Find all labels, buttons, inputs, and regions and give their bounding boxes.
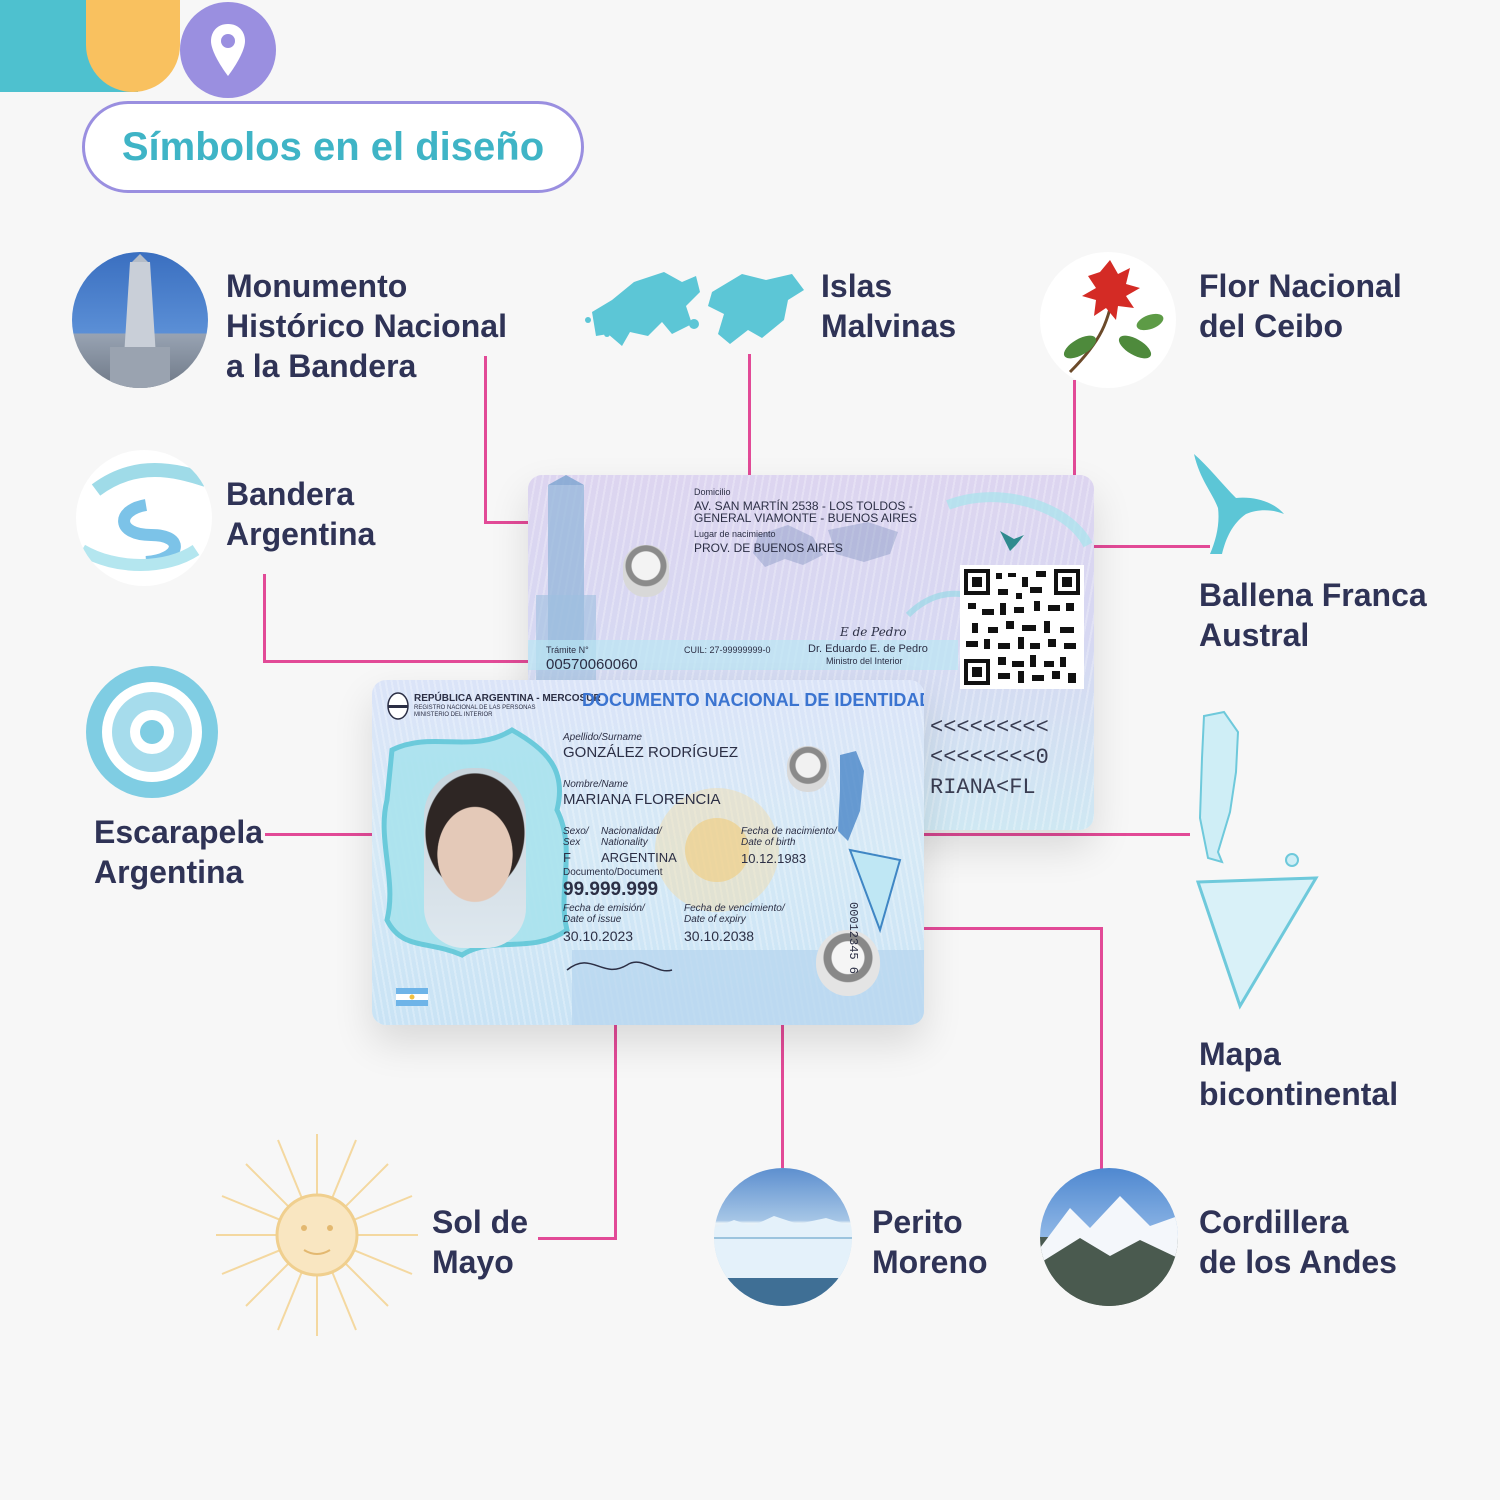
sex-label-en: Sex (563, 837, 581, 848)
title-pill: Símbolos en el diseño (82, 101, 584, 193)
card-serial: 00012345 6 (846, 902, 860, 975)
surname-label: Apellido/Surname (563, 732, 642, 743)
label-ceibo: Flor Nacional del Ceibo (1199, 268, 1402, 344)
document-number: 99.999.999 (563, 879, 659, 900)
map-engraving (838, 751, 902, 934)
label-escarapela: Escarapela Argentina (94, 814, 264, 890)
registry-line-1: REGISTRO NACIONAL DE LAS PERSONAS (414, 705, 536, 711)
nationality-value: ARGENTINA (601, 850, 677, 865)
issue-label: Fecha de emisión/ (563, 903, 645, 914)
dob-label: Fecha de nacimiento/ (741, 826, 837, 837)
whale-tail-icon (1194, 454, 1284, 554)
sol-de-mayo-icon (216, 1134, 418, 1336)
sex-label: Sexo/ (563, 826, 589, 837)
ghost-photo-small (787, 746, 829, 792)
flag-wave-icon (78, 463, 209, 571)
domicilio-line-1: AV. SAN MARTÍN 2538 - LOS TOLDOS - (694, 499, 913, 513)
sun-engraving (655, 788, 779, 912)
holder-signature (566, 961, 673, 972)
label-perito: Perito Moreno (872, 1204, 988, 1280)
mountains-icon (1040, 1196, 1178, 1306)
mrz-line-3: RIANA<FL (930, 775, 1036, 800)
republic-text: REPÚBLICA ARGENTINA - MERCOSUR (414, 693, 601, 704)
label-sol: Sol de Mayo (432, 1204, 529, 1280)
surname-value: GONZÁLEZ RODRÍGUEZ (563, 744, 739, 761)
expiry-label: Fecha de vencimiento/ (684, 903, 785, 914)
header-yellow-circle (86, 0, 180, 92)
location-pin-icon (211, 24, 245, 76)
document-label: Documento/Document (563, 867, 663, 878)
registry-line-2: MINISTERIO DEL INTERIOR (414, 712, 493, 718)
domicilio-label: Domicilio (694, 487, 731, 497)
malvinas-map-icon (585, 272, 804, 346)
cuil-value: CUIL: 27-99999999-0 (684, 645, 771, 655)
label-cordillera: Cordillera de los Andes (1199, 1204, 1397, 1280)
issue-label-en: Date of issue (563, 914, 622, 925)
dob-label-en: Date of birth (741, 837, 796, 848)
tramite-value: 00570060060 (546, 656, 638, 673)
header-purple-circle (180, 2, 276, 98)
lugar-value: PROV. DE BUENOS AIRES (694, 541, 843, 555)
label-ballena: Ballena Franca Austral (1199, 577, 1427, 653)
qr-code (960, 565, 1084, 689)
ceibo-flower-icon (1063, 260, 1164, 374)
glacier-icon (714, 1216, 852, 1306)
holder-photo (424, 768, 526, 948)
coat-of-arms-icon (387, 692, 409, 720)
name-label: Nombre/Name (563, 779, 629, 790)
ghost-photo-bottom (816, 930, 880, 996)
page-title: Símbolos en el diseño (121, 124, 545, 169)
bicontinental-map-icon (1195, 710, 1319, 1010)
nationality-label-en: Nationality (601, 837, 648, 848)
mrz-line-1: <<<<<<<<< (930, 715, 1049, 740)
label-bandera: Bandera Argentina (226, 476, 376, 552)
back-card-artwork (528, 475, 1093, 685)
lugar-label: Lugar de nacimiento (694, 529, 776, 539)
signature: E de Pedro (840, 625, 907, 639)
tramite-label: Trámite N° (546, 645, 589, 655)
expiry-date: 30.10.2038 (684, 928, 755, 944)
domicilio-line-2: GENERAL VIAMONTE - BUENOS AIRES (694, 511, 917, 525)
malvinas-engraving (753, 522, 898, 567)
escarapela-icon (86, 666, 218, 798)
signer-name: Dr. Eduardo E. de Pedro (808, 643, 928, 655)
ceibo-thumbnail (1040, 252, 1176, 388)
issue-date: 30.10.2023 (563, 928, 634, 944)
monumento-thumbnail (72, 252, 208, 388)
bandera-thumbnail (76, 450, 212, 586)
document-title: DOCUMENTO NACIONAL DE IDENTIDAD (582, 690, 924, 710)
label-malvinas: Islas Malvinas (821, 268, 957, 344)
mrz-line-2: <<<<<<<<0 (930, 745, 1049, 770)
perito-moreno-thumbnail (714, 1168, 852, 1306)
flag-icon (396, 988, 428, 1006)
signer-role: Ministro del Interior (826, 656, 903, 666)
cordillera-thumbnail (1040, 1168, 1178, 1306)
name-value: MARIANA FLORENCIA (563, 791, 721, 808)
label-mapa: Mapa bicontinental (1199, 1036, 1399, 1112)
sex-value: F (563, 850, 571, 865)
expiry-label-en: Date of expiry (684, 914, 746, 925)
whale-tail-mark (1000, 531, 1024, 551)
ghost-photo (623, 545, 669, 597)
monument-icon (110, 254, 170, 388)
nationality-label: Nacionalidad/ (601, 826, 662, 837)
dni-front-card: REPÚBLICA ARGENTINA - MERCOSUR REGISTRO … (372, 680, 924, 1025)
dob-value: 10.12.1983 (741, 851, 807, 866)
label-monumento: Monumento Histórico Nacional a la Bander… (226, 268, 507, 384)
